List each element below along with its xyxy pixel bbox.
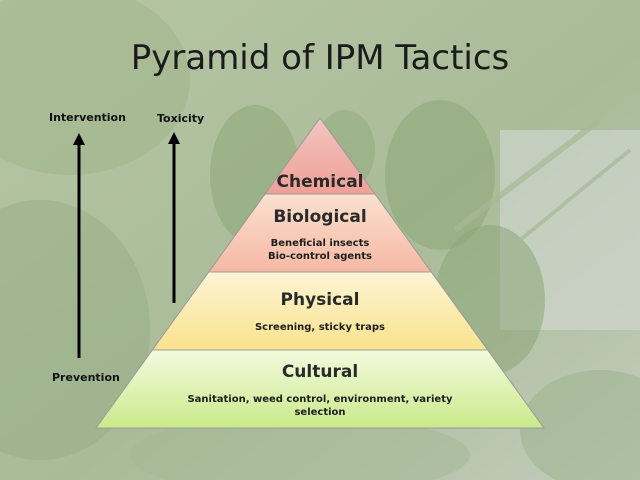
prevention-label: Prevention: [52, 371, 120, 384]
tier-biological-line-2: Bio-control agents: [267, 251, 373, 262]
tier-chemical-title: Chemical: [276, 172, 364, 192]
intervention-prevention-arrow: [73, 133, 85, 358]
toxicity-arrow: [168, 132, 180, 303]
tier-cultural-title: Cultural: [281, 362, 359, 382]
slide-title: Pyramid of IPM Tactics: [130, 38, 510, 78]
tier-cultural: [95, 349, 545, 429]
tier-biological-title: Biological: [273, 207, 367, 227]
intervention-label: Intervention: [49, 111, 126, 124]
tier-biological-line-1: Beneficial insects: [270, 238, 370, 249]
tier-physical: [151, 271, 489, 351]
tier-cultural-line-1: Sanitation, weed control, environment, v…: [187, 394, 453, 405]
tier-physical-line-1: Screening, sticky traps: [254, 322, 386, 333]
toxicity-label: Toxicity: [157, 112, 205, 125]
ipm-pyramid: [95, 117, 545, 429]
tier-cultural-line-2: selection: [294, 407, 346, 418]
tier-physical-title: Physical: [280, 290, 360, 310]
